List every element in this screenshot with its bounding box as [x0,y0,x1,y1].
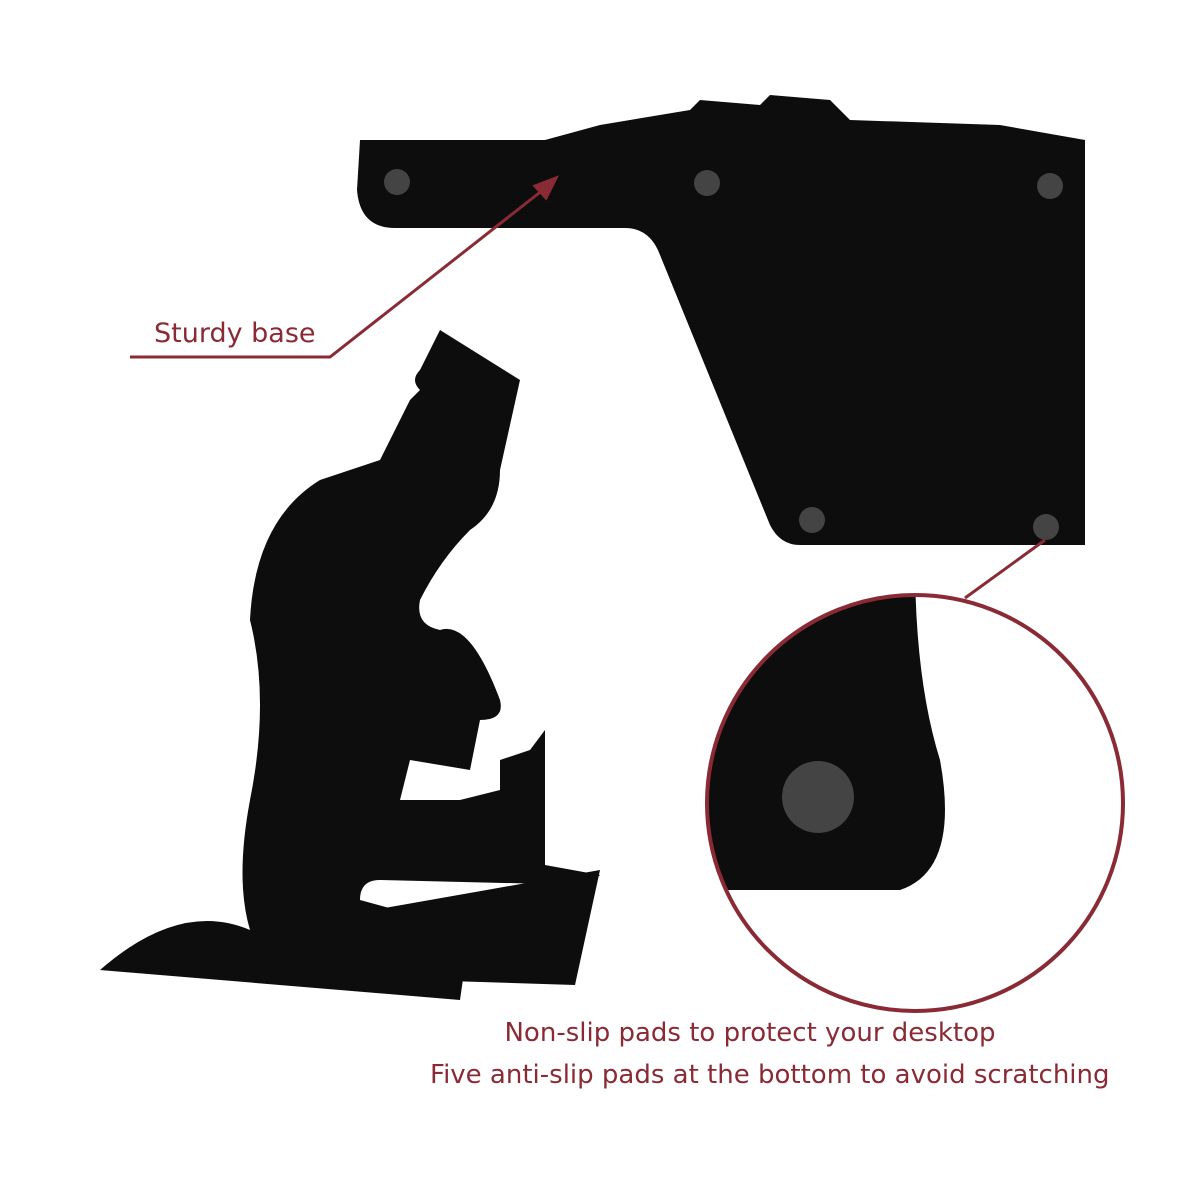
pad-2 [694,170,720,196]
magnifier-circle [705,593,1125,1013]
pad-5 [1033,514,1059,540]
sturdy-base-label: Sturdy base [154,318,316,349]
pad-4 [799,507,825,533]
caption-line-2: Five anti-slip pads at the bottom to avo… [430,1060,1110,1090]
base-bottom-view [357,95,1085,545]
pad-1 [384,169,410,195]
sturdy-base-pointer [130,175,560,359]
scientist-silhouette-bookend [100,330,600,1000]
pad-3 [1037,173,1063,199]
magnifier-pointer [964,538,1046,600]
caption-line-1: Non-slip pads to protect your desktop [504,1018,996,1048]
magnified-pad-view [707,595,945,890]
